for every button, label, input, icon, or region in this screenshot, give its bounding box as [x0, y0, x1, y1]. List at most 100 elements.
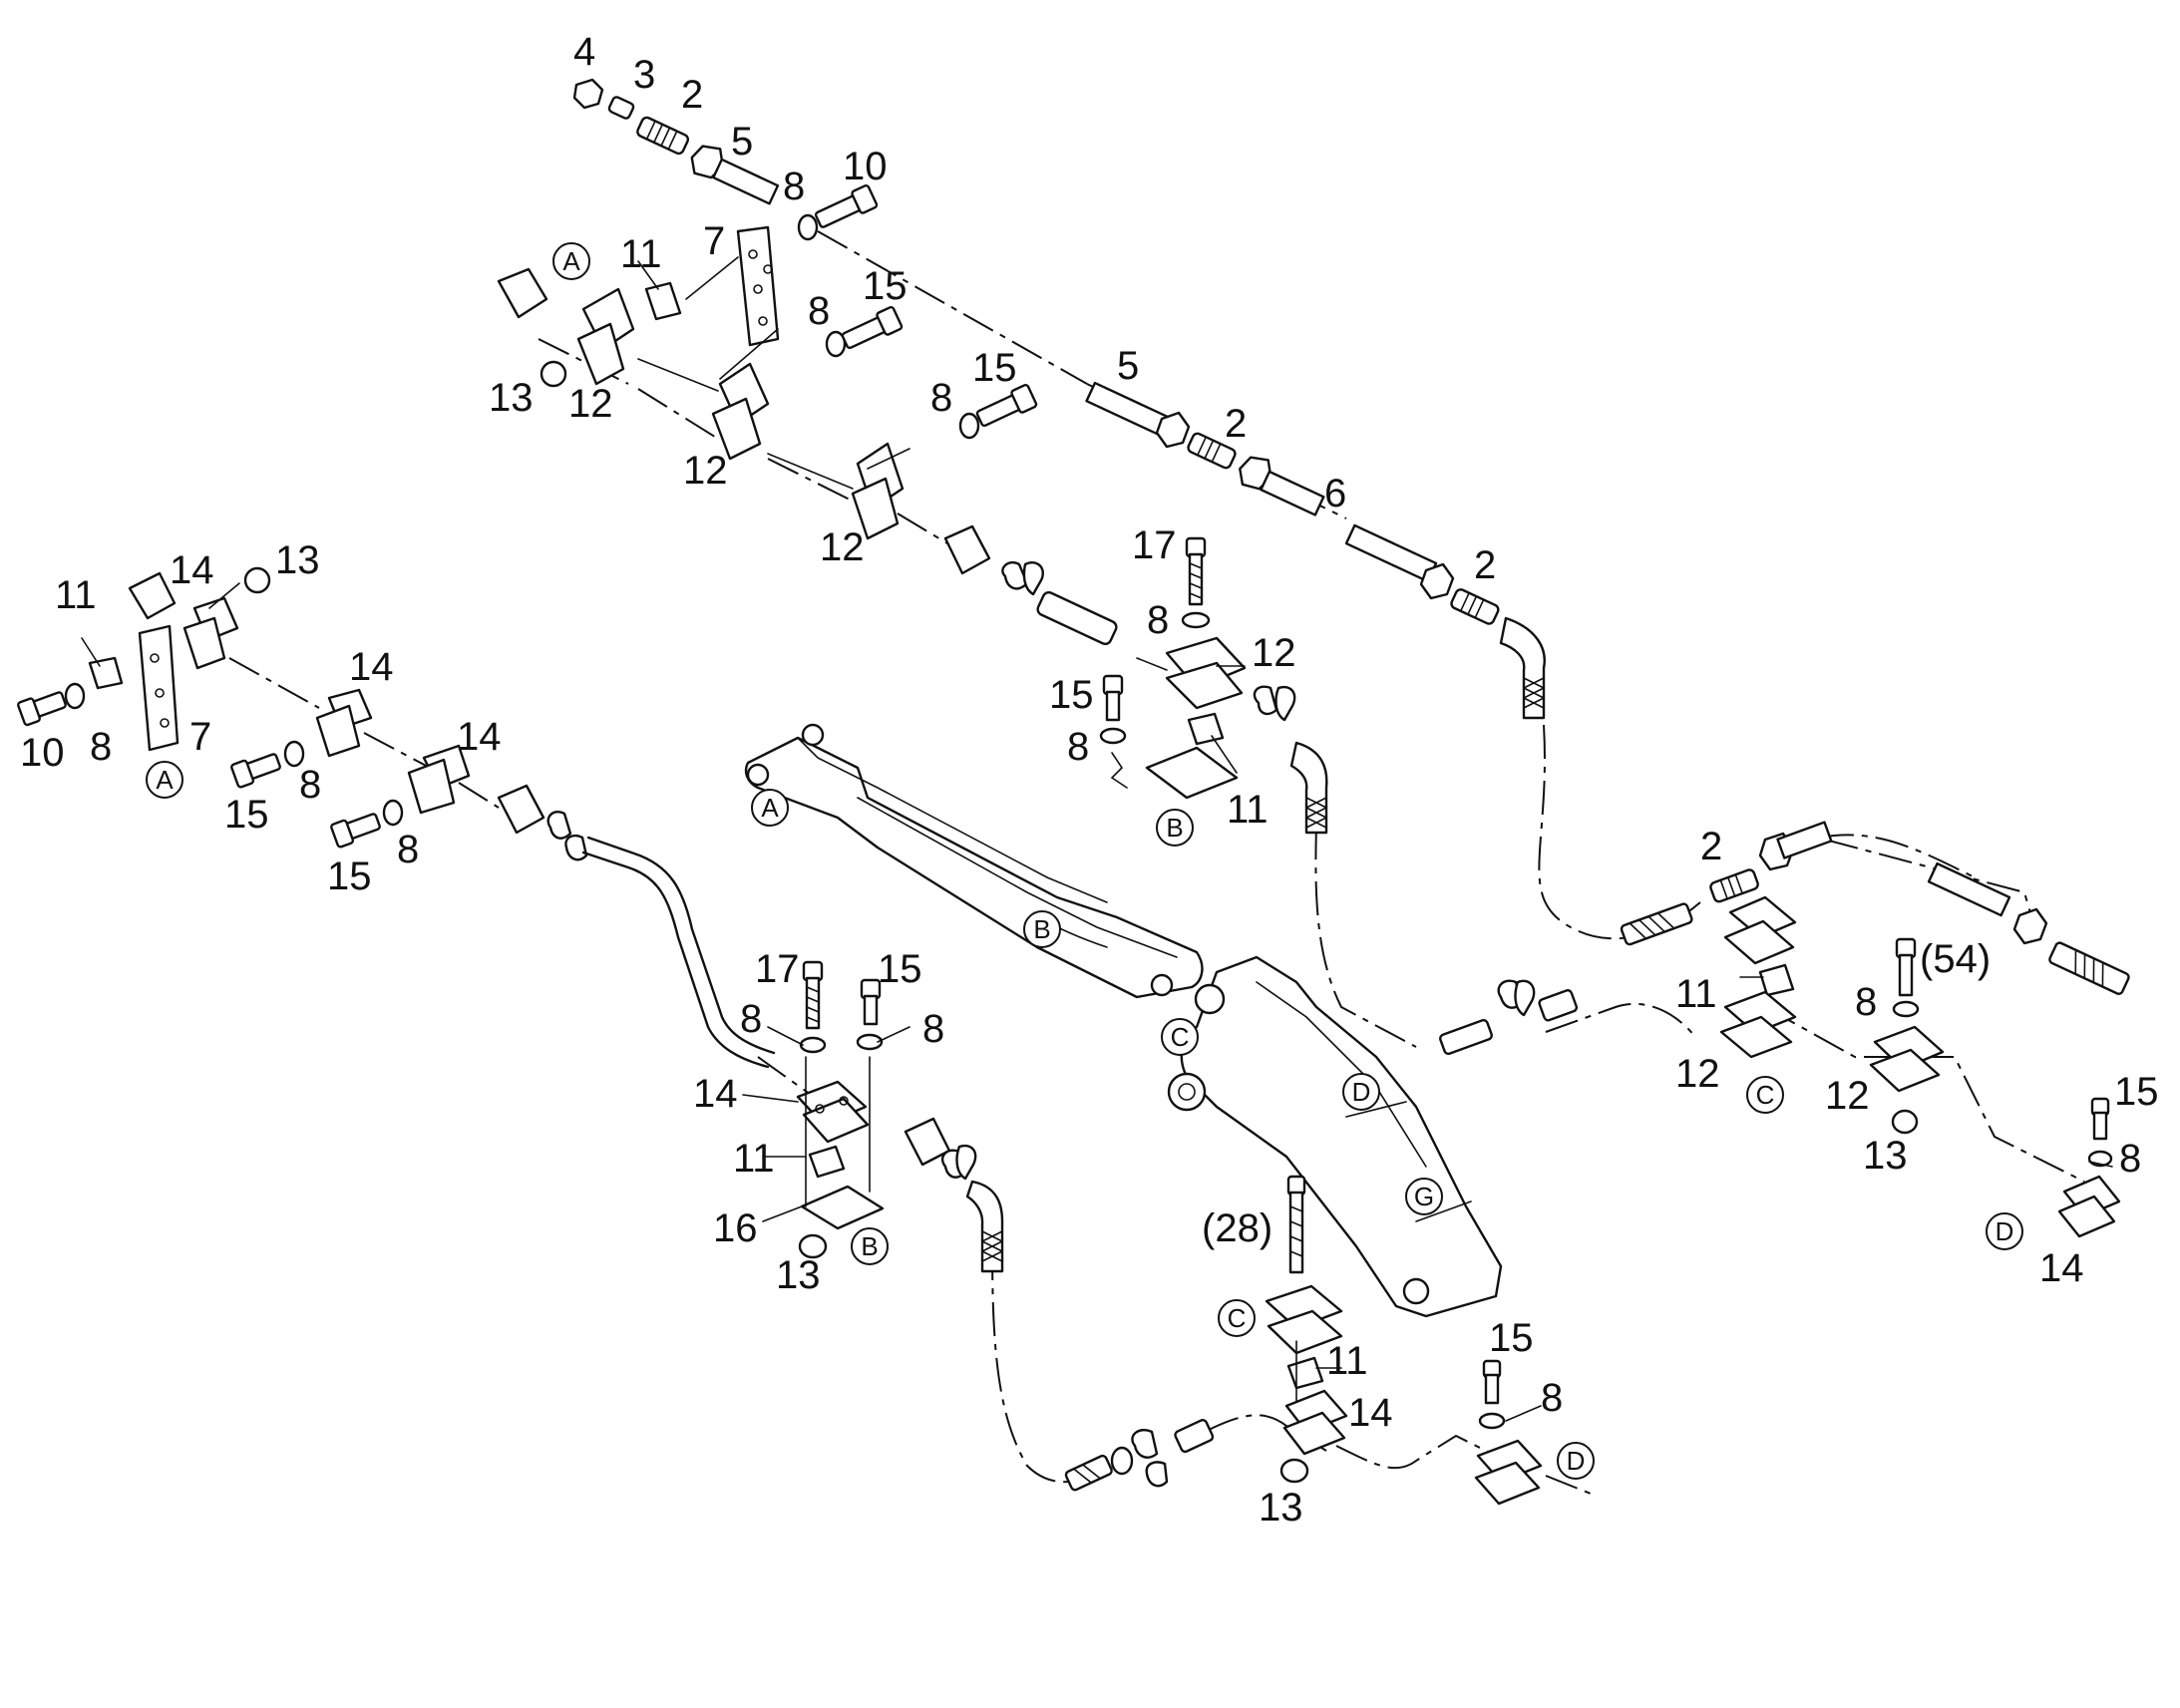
callout-12e: 12 — [1675, 1052, 1720, 1096]
washer-8-right — [1892, 1000, 1920, 1018]
ref-a-left: A — [146, 761, 183, 799]
flange-left-low — [497, 784, 545, 835]
callout-15e: 15 — [327, 854, 372, 898]
callout-2d: 2 — [1700, 825, 1722, 868]
spacer-11-left — [88, 656, 124, 690]
callout-14d: 14 — [693, 1072, 738, 1116]
clamp-12-b — [711, 362, 770, 461]
callout-8d: 8 — [1147, 598, 1169, 642]
callout-15g: 15 — [2114, 1070, 2159, 1114]
ref-a-top: A — [552, 242, 590, 280]
clamp-c-lower — [1265, 1284, 1343, 1355]
clamp-14-bottom — [1282, 1389, 1348, 1456]
washer-8-left — [64, 682, 86, 710]
svg-text:G: G — [1414, 1182, 1434, 1211]
svg-text:C: C — [1756, 1080, 1775, 1110]
callout-8m: 8 — [1541, 1376, 1563, 1420]
union-2-right — [1450, 588, 1500, 625]
ref-c-bottom: C — [1218, 1299, 1256, 1337]
split-flange-b-2 — [1274, 685, 1296, 722]
washer-8-left-mid — [283, 740, 305, 768]
ref-b-upper: B — [1156, 809, 1194, 847]
bolt-15-b-upper-shank — [1105, 690, 1121, 722]
washer-8-lower-1 — [799, 1036, 827, 1054]
nut-54 — [2012, 907, 2048, 945]
washer-8-top — [797, 213, 819, 241]
callout-15h: 15 — [1489, 1316, 1534, 1360]
split-flange-half-2 — [1022, 561, 1044, 596]
flange-a-top — [497, 267, 548, 319]
nut-13-bottom — [1279, 1458, 1309, 1484]
callout-15: 15 — [863, 264, 908, 308]
callout-3: 3 — [633, 53, 655, 97]
callout-8l: 8 — [2119, 1137, 2141, 1181]
callout-12f: 12 — [1825, 1074, 1870, 1118]
svg-text:A: A — [562, 246, 580, 276]
nut-4 — [572, 78, 604, 110]
svg-text:D: D — [1352, 1077, 1371, 1107]
callout-12c: 12 — [820, 525, 865, 569]
callout-11d: 11 — [733, 1137, 775, 1181]
callout-17b: 17 — [755, 947, 800, 991]
svg-text:A: A — [761, 793, 779, 823]
boom-arm-lower — [1167, 955, 1503, 1318]
callout-28: (28) — [1202, 1206, 1272, 1250]
split-flange-left-1 — [546, 811, 572, 840]
bolt-15-c — [975, 383, 1038, 428]
callout-13c: 13 — [776, 1253, 821, 1297]
callout-17: 17 — [1132, 523, 1177, 567]
union-2-top — [636, 116, 690, 156]
svg-text:D: D — [1996, 1216, 2014, 1246]
callout-4: 4 — [573, 30, 595, 74]
pipe-far-right — [1776, 821, 1833, 859]
ref-d-right: D — [1986, 1212, 2023, 1250]
svg-text:B: B — [861, 1231, 878, 1261]
callout-2c: 2 — [1474, 543, 1496, 587]
split-flange-b-1 — [1253, 685, 1278, 716]
washer-8-bottom-right — [1478, 1412, 1506, 1430]
pipe-6 — [1239, 456, 1325, 516]
nut-13-lower — [798, 1233, 828, 1259]
spacer-11-b-upper — [1187, 712, 1225, 746]
callout-8i: 8 — [740, 997, 762, 1041]
bolt-54-shank — [1898, 953, 1914, 997]
bottom-line-group — [1064, 1175, 1543, 1506]
svg-text:C: C — [1171, 1022, 1190, 1052]
spacer-11-bottom — [1286, 1356, 1324, 1390]
clamp-14-left-mid — [315, 688, 373, 758]
hose-end-right-low — [1439, 1018, 1493, 1056]
ref-c-boom: C — [1161, 1018, 1199, 1056]
svg-text:A: A — [156, 765, 174, 795]
callout-8k: 8 — [1855, 980, 1877, 1024]
callout-14c: 14 — [457, 715, 502, 759]
clamp-12-right-low — [1869, 1025, 1945, 1093]
ref-g-boom: G — [1405, 1178, 1443, 1215]
clamp-d-bottom — [1474, 1439, 1543, 1506]
washer-8-lower-2 — [856, 1033, 884, 1051]
callout-7: 7 — [703, 219, 725, 263]
bolt-10-top — [814, 183, 879, 228]
svg-text:C: C — [1228, 1303, 1247, 1333]
flange-a-left — [128, 571, 177, 620]
clamp-assembly-b-upper — [1099, 536, 1328, 835]
callout-13d: 13 — [1863, 1134, 1908, 1178]
callout-10b: 10 — [20, 731, 65, 775]
callout-2b: 2 — [1225, 402, 1247, 446]
pipe-5-top — [690, 145, 780, 205]
callout-12b: 12 — [683, 449, 728, 493]
callout-54: (54) — [1920, 937, 1991, 981]
elbow-hose-b-upper — [1289, 741, 1328, 835]
callout-11b: 11 — [1227, 788, 1269, 832]
flange-right-top — [943, 524, 991, 575]
adapter-right — [1538, 989, 1579, 1022]
callout-10: 10 — [843, 145, 888, 188]
callout-14: 14 — [170, 548, 214, 592]
bolt-28-shank — [1288, 1191, 1304, 1274]
callout-2: 2 — [681, 73, 703, 117]
callout-5: 5 — [731, 120, 753, 164]
svg-text:D: D — [1567, 1446, 1586, 1476]
elbow-hose-lower — [965, 1180, 1004, 1273]
nut-2-right — [1419, 562, 1455, 600]
bolt-15-top — [841, 305, 904, 350]
